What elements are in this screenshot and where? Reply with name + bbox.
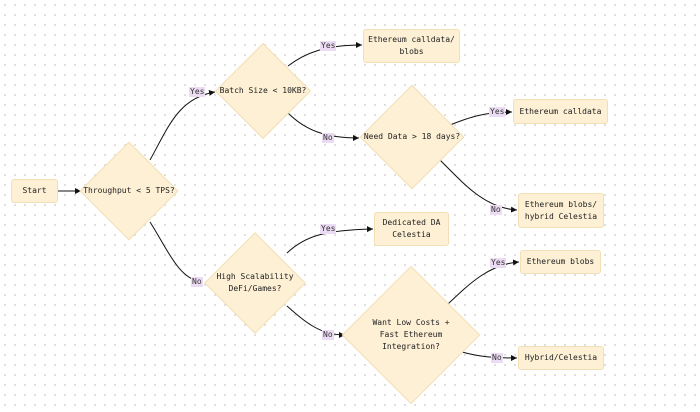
need-data-decision-label: Need Data > 18 days? — [363, 132, 461, 141]
edge-label-throughput-yes: Yes — [189, 87, 206, 97]
dedicated-da-celestia-node: Dedicated DA Celestia — [374, 212, 449, 246]
start-node: Start — [11, 179, 58, 203]
ethereum-calldata-node: Ethereum calldata — [513, 99, 608, 124]
high-scalability-decision: High Scalability DeFi/Games? — [201, 232, 309, 334]
edge-low-costs-eth-blobs — [447, 259, 520, 305]
edge-label-scal-no: No — [322, 330, 334, 340]
ethereum-blobs-node: Ethereum blobs — [520, 250, 601, 274]
throughput-decision: Throughput < 5 TPS? — [79, 141, 179, 241]
edge-label-scal-yes: Yes — [320, 224, 337, 234]
edge-batch-need-data — [287, 112, 360, 141]
hybrid-celestia-node: Hybrid/Celestia — [518, 346, 604, 370]
batch-size-decision-label: Batch Size < 10KB? — [219, 86, 307, 95]
low-costs-decision: Want Low Costs + Fast Ethereum Integrati… — [341, 265, 481, 405]
edge-need-eth-blobs-hybrid — [439, 159, 518, 213]
edge-label-batch-yes: Yes — [320, 41, 337, 51]
edge-label-need-no: No — [490, 205, 502, 215]
batch-size-decision: Batch Size < 10KB? — [214, 42, 312, 140]
high-scalability-decision-label: High Scalability DeFi/Games? — [216, 272, 294, 293]
low-costs-decision-label: Want Low Costs + Fast Ethereum Integrati… — [372, 318, 450, 351]
edge-high-scal-low-costs — [286, 305, 346, 338]
edge-label-low-yes: Yes — [490, 258, 507, 268]
ethereum-blobs-hybrid-celestia-node: Ethereum blobs/ hybrid Celestia — [518, 193, 604, 228]
throughput-decision-label: Throughput < 5 TPS? — [83, 186, 175, 195]
ethereum-calldata-blobs-node: Ethereum calldata/ blobs — [363, 29, 460, 63]
edge-label-batch-no: No — [322, 133, 334, 143]
edge-label-need-yes: Yes — [489, 107, 506, 117]
edge-label-throughput-no: No — [191, 277, 203, 287]
edge-high-scal-dedicated — [286, 226, 374, 254]
edge-low-costs-hybrid — [461, 351, 518, 361]
need-data-decision: Need Data > 18 days? — [359, 84, 465, 190]
edge-batch-calldata-blobs — [287, 42, 363, 67]
edge-label-low-no: No — [491, 353, 503, 363]
